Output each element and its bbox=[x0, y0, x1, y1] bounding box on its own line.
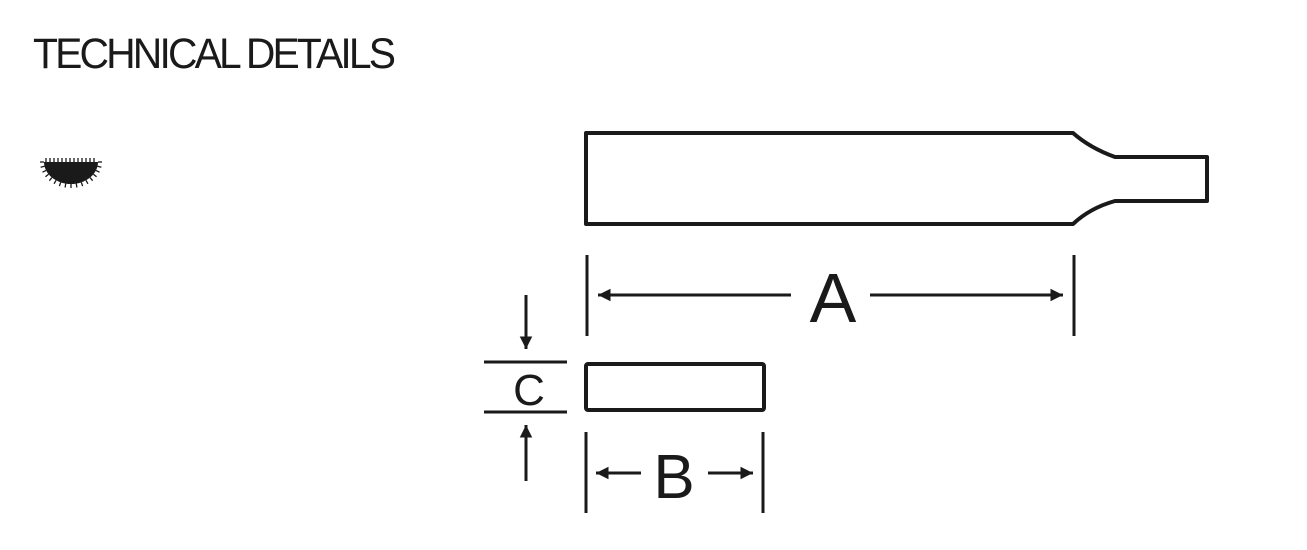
dimension-b bbox=[584, 432, 765, 513]
half-round-file-cross-section-icon bbox=[40, 158, 102, 188]
file-tooth bbox=[89, 177, 94, 182]
file-side-view bbox=[584, 131, 1209, 226]
file-tooth bbox=[42, 169, 47, 173]
dimension-c bbox=[484, 295, 567, 481]
page-title: TECHNICAL DETAILS bbox=[33, 30, 396, 78]
file-tooth bbox=[75, 183, 78, 188]
file-tooth bbox=[80, 182, 84, 187]
file-tooth bbox=[85, 179, 89, 185]
file-end-view bbox=[584, 362, 766, 412]
dimension-a bbox=[585, 255, 1076, 336]
file-tooth bbox=[64, 183, 67, 188]
file-tooth bbox=[45, 173, 49, 178]
file-tooth bbox=[40, 165, 45, 168]
file-tooth bbox=[48, 177, 53, 182]
dimension-a-label: A bbox=[810, 259, 857, 337]
file-tooth bbox=[95, 169, 100, 173]
file-tooth bbox=[58, 182, 62, 187]
file-tooth bbox=[97, 165, 102, 168]
dimension-c-label: C bbox=[513, 366, 545, 415]
file-tooth bbox=[53, 179, 57, 185]
file-tooth bbox=[93, 173, 97, 178]
dimension-b-label: B bbox=[653, 443, 694, 512]
